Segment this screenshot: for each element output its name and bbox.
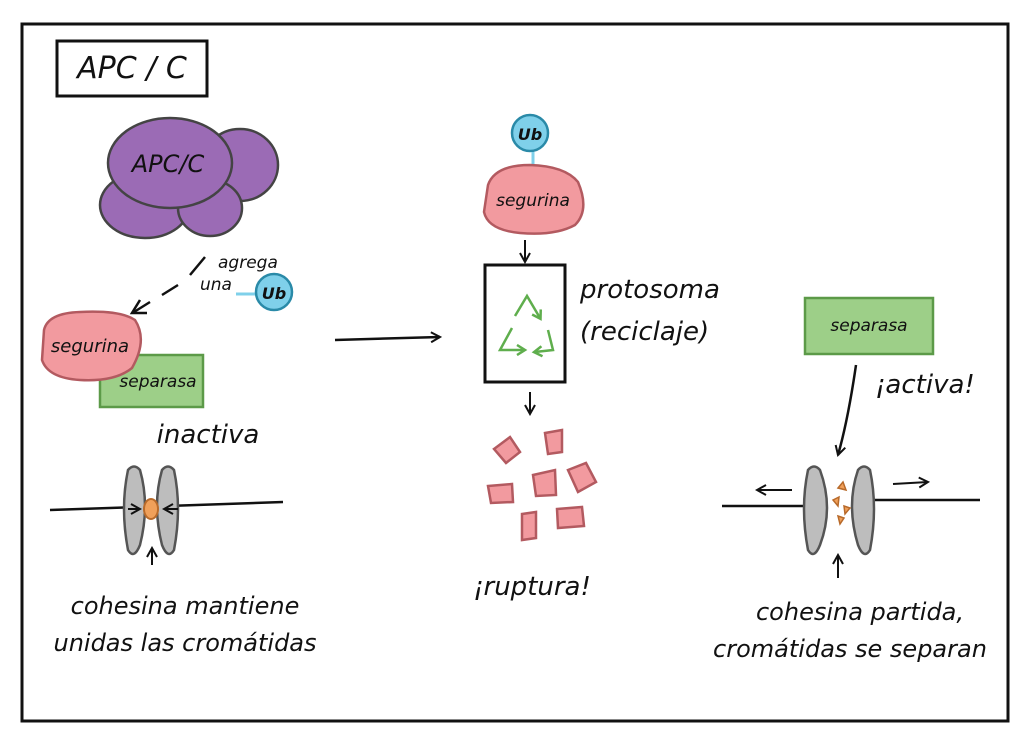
ruptura-label: ¡ruptura! [473,572,591,602]
svg-text:Ub: Ub [262,284,286,303]
svg-text:Ub: Ub [518,125,542,144]
proteasome-label: protosoma [579,275,720,305]
inactive-label: inactiva [157,420,260,450]
separase-left: separasa [98,353,205,409]
ub-badge-top: Ub [510,113,550,153]
securin-left: segurina [40,310,142,382]
activa-arrow [838,364,858,455]
svg-text:segurina: segurina [51,336,129,357]
securin-top: segurina [482,163,585,235]
dashed-arrow [133,256,206,314]
dashed-arrow-head [129,299,147,315]
agrega-label: agrega [218,253,278,273]
svg-text:separasa: separasa [119,372,196,392]
securin-fragments [486,428,598,542]
title-text: APC / C [75,51,187,86]
cohesin-holds-line1: cohesina mantiene [71,592,300,620]
separase-right: separasa [803,296,935,356]
svg-text:segurina: segurina [496,191,570,211]
main-arrow [334,337,440,340]
chromosome-joined [49,465,284,565]
activa-label: ¡activa! [875,370,975,400]
apcc-label: APC/C [130,150,205,178]
una-label: una [200,275,232,295]
proteasome-sublabel: (reciclaje) [580,317,709,347]
panel-border [20,22,1010,723]
proteasome-box [483,263,567,384]
chromosome-separated [722,465,980,578]
svg-text:separasa: separasa [830,316,907,336]
ub-badge-left: Ub [254,272,294,312]
apcc-complex: APC/C [98,116,280,240]
recycle-icon [497,293,555,352]
cohesin-split-line1: cohesina partida, [756,598,964,626]
cohesin-split-line2: cromátidas se separan [713,635,987,663]
cohesin-holds-line2: unidas las cromátidas [53,629,316,657]
title-box: APC / C [55,39,209,98]
